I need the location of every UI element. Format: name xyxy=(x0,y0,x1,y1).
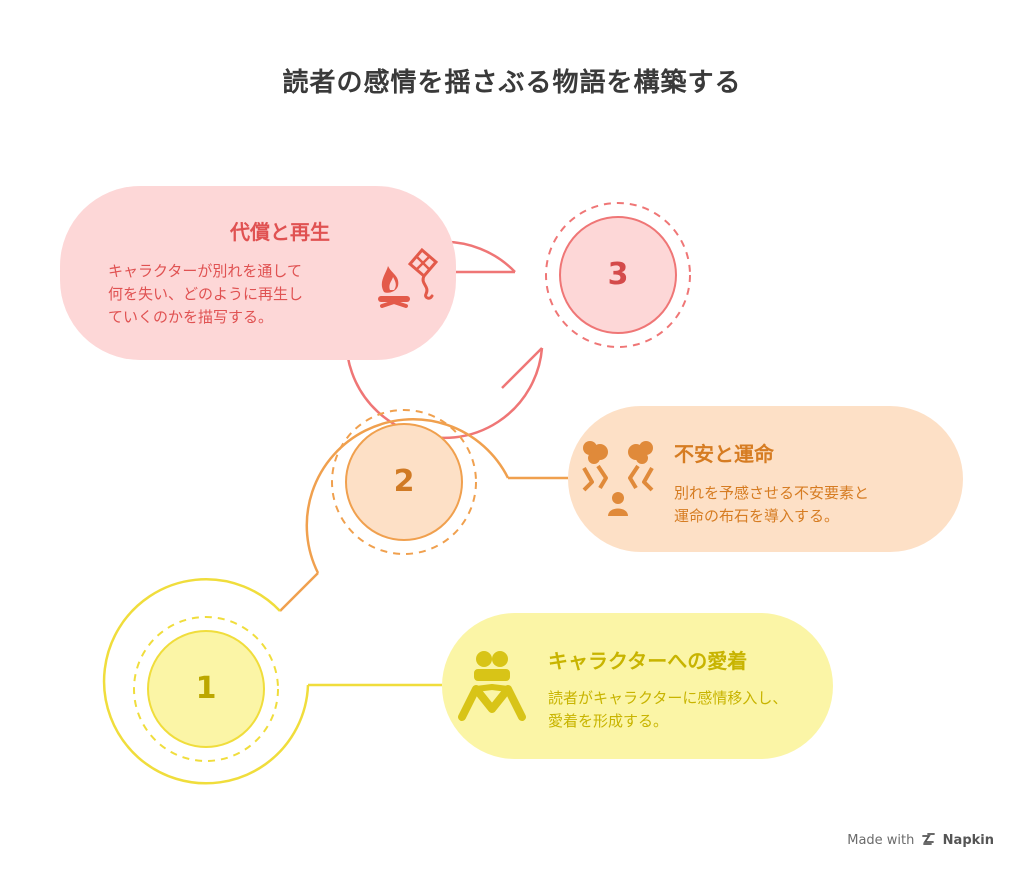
napkin-brand: Napkin xyxy=(942,833,994,848)
made-with-label: Made with xyxy=(847,833,915,848)
step-3-description: キャラクターが別れを通して 何を失い、どのように再生し ていくのかを描写する。 xyxy=(108,262,304,326)
step-3-title: 代償と再生 xyxy=(230,220,330,244)
step-2-card: 不安と運命 別れを予感させる不安要素と 運命の布石を導入する。 xyxy=(568,406,963,552)
made-with-napkin: Made with Napkin xyxy=(847,833,994,848)
step-1-card: キャラクターへの愛着 読者がキャラクターに感情移入し、 愛着を形成する。 xyxy=(442,613,833,759)
campfire-kite-icon xyxy=(378,247,439,308)
napkin-logo-icon xyxy=(921,833,935,845)
step-2-description: 別れを予感させる不安要素と 運命の布石を導入する。 xyxy=(674,484,870,525)
foreboding-storm-icon xyxy=(582,441,654,516)
step-3-number: 3 xyxy=(607,257,629,292)
step-2-title: 不安と運命 xyxy=(674,442,774,466)
step-3-card: 代償と再生 キャラクターが別れを通して 何を失い、どのように再生し ていくのかを… xyxy=(60,186,456,360)
page-title: 読者の感情を揺さぶる物語を構築する xyxy=(282,68,742,98)
step-1-description: 読者がキャラクターに感情移入し、 愛着を形成する。 xyxy=(548,689,788,730)
step-2-number: 2 xyxy=(393,464,415,499)
step-2-rings xyxy=(279,409,568,612)
step-1-number: 1 xyxy=(195,671,217,706)
step-1-rings xyxy=(102,578,442,785)
step-1-title: キャラクターへの愛着 xyxy=(548,649,748,673)
hugging-people-icon xyxy=(458,651,526,721)
